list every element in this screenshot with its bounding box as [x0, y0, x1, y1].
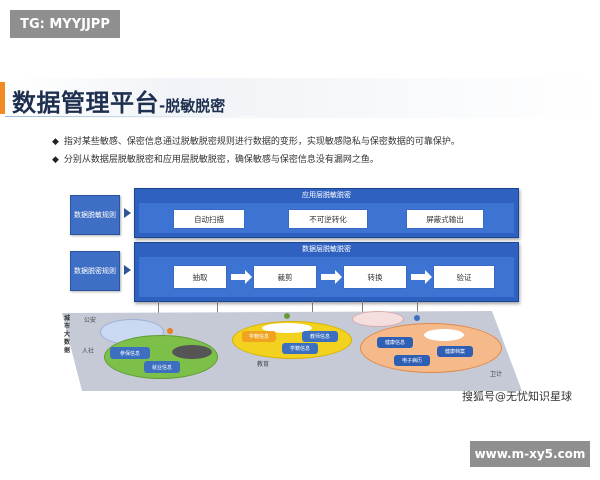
health-top-ellipse [352, 311, 404, 327]
step-auto-scan: 自动扫描 [174, 210, 244, 228]
chip-health-info: 健康信息 [377, 337, 413, 348]
arrow-right-icon [411, 270, 432, 284]
sector-label-health: 卫计 [490, 371, 503, 378]
rule-block-declassify: 数据脱密规则 [70, 251, 120, 291]
bullet-item: ◆ 分别从数据层脱敏脱密和应用层脱敏脱密，确保敏感与保密信息没有漏网之鱼。 [52, 154, 552, 166]
connector-line [158, 301, 159, 321]
sector-label-social: 人社 [82, 348, 95, 355]
page-title: 数据管理平台-脱敏脱密 [12, 83, 225, 118]
social-inner-ellipse [172, 345, 212, 359]
title-underline [5, 116, 255, 117]
chip-pension: 参保信息 [110, 347, 150, 359]
node-dot [167, 328, 173, 334]
app-layer-body: 自动扫描 不可逆转化 屏蔽式输出 [139, 203, 514, 233]
step-trim: 裁剪 [254, 266, 316, 288]
watermark-text: 搜狐号@无忧知识星球 [462, 390, 572, 403]
title-accent-bar [0, 82, 5, 114]
health-inner-ellipse [424, 329, 464, 341]
bullet-text: 指对某些敏感、保密信息通过脱敏脱密规则进行数据的变形，实现敏感隐私与保密数据的可… [63, 137, 460, 147]
rule-block-label: 数据脱密规则 [74, 267, 116, 275]
sector-label-education: 教育 [257, 361, 270, 368]
bullet-text: 分别从数据层脱敏脱密和应用层脱敏脱密，确保敏感与保密信息没有漏网之鱼。 [63, 155, 379, 165]
bullet-list: ◆ 指对某些敏感、保密信息通过脱敏脱密规则进行数据的变形，实现敏感隐私与保密数据… [52, 136, 552, 172]
chip-health-record: 健康档案 [437, 346, 473, 357]
city-data-platform: 城市大数据 公安 人社 教育 卫计 参保信息 就业信息 学籍信息 教师信息 学籍… [62, 301, 522, 391]
step-verify: 验证 [434, 266, 494, 288]
step-extract: 抽取 [174, 266, 226, 288]
connector-line [312, 301, 313, 321]
app-layer-title: 应用层脱敏脱密 [302, 191, 351, 199]
diamond-bullet-icon: ◆ [52, 137, 59, 147]
footer-badge-text: www.m-xy5.com [474, 447, 586, 461]
data-layer-title: 数据层脱敏脱密 [302, 245, 351, 253]
chevron-right-icon [124, 265, 131, 275]
rule-block-desensitize: 数据脱敏规则 [70, 195, 120, 235]
step-irreversible: 不可逆转化 [289, 210, 367, 228]
education-inner-ellipse [262, 323, 312, 333]
tg-badge: TG: MYYJJPP [10, 10, 120, 38]
architecture-diagram: 数据脱敏规则 数据脱密规则 应用层脱敏脱密 自动扫描 不可逆转化 屏蔽式输出 数… [62, 183, 522, 393]
sector-label-police: 公安 [84, 317, 97, 324]
node-dot [414, 315, 420, 321]
chevron-right-icon [124, 208, 131, 218]
step-transform: 转换 [344, 266, 406, 288]
chip-student-2: 学籍信息 [282, 343, 318, 354]
page-title-sub: -脱敏脱密 [159, 97, 226, 115]
city-big-data-label: 城市大数据 [64, 315, 71, 354]
arrow-right-icon [321, 270, 342, 284]
step-masked-output: 屏蔽式输出 [407, 210, 483, 228]
data-layer-panel: 数据层脱敏脱密 抽取 裁剪 转换 验证 [134, 242, 519, 302]
connector-line [362, 301, 363, 317]
tg-badge-text: TG: MYYJJPP [20, 16, 110, 32]
chip-teacher: 教师信息 [302, 331, 338, 342]
chip-student: 学籍信息 [242, 331, 276, 342]
app-layer-panel: 应用层脱敏脱密 自动扫描 不可逆转化 屏蔽式输出 [134, 188, 519, 238]
bullet-item: ◆ 指对某些敏感、保密信息通过脱敏脱密规则进行数据的变形，实现敏感隐私与保密数据… [52, 136, 552, 148]
title-bar [0, 78, 600, 118]
footer-badge: www.m-xy5.com [470, 441, 590, 467]
chip-emr: 电子病历 [394, 355, 430, 366]
diamond-bullet-icon: ◆ [52, 155, 59, 165]
node-dot [284, 313, 290, 319]
rule-block-label: 数据脱敏规则 [74, 211, 116, 219]
page-title-main: 数据管理平台 [12, 89, 159, 117]
arrow-right-icon [231, 270, 252, 284]
chip-employment: 就业信息 [144, 361, 180, 373]
data-layer-body: 抽取 裁剪 转换 验证 [139, 257, 514, 297]
